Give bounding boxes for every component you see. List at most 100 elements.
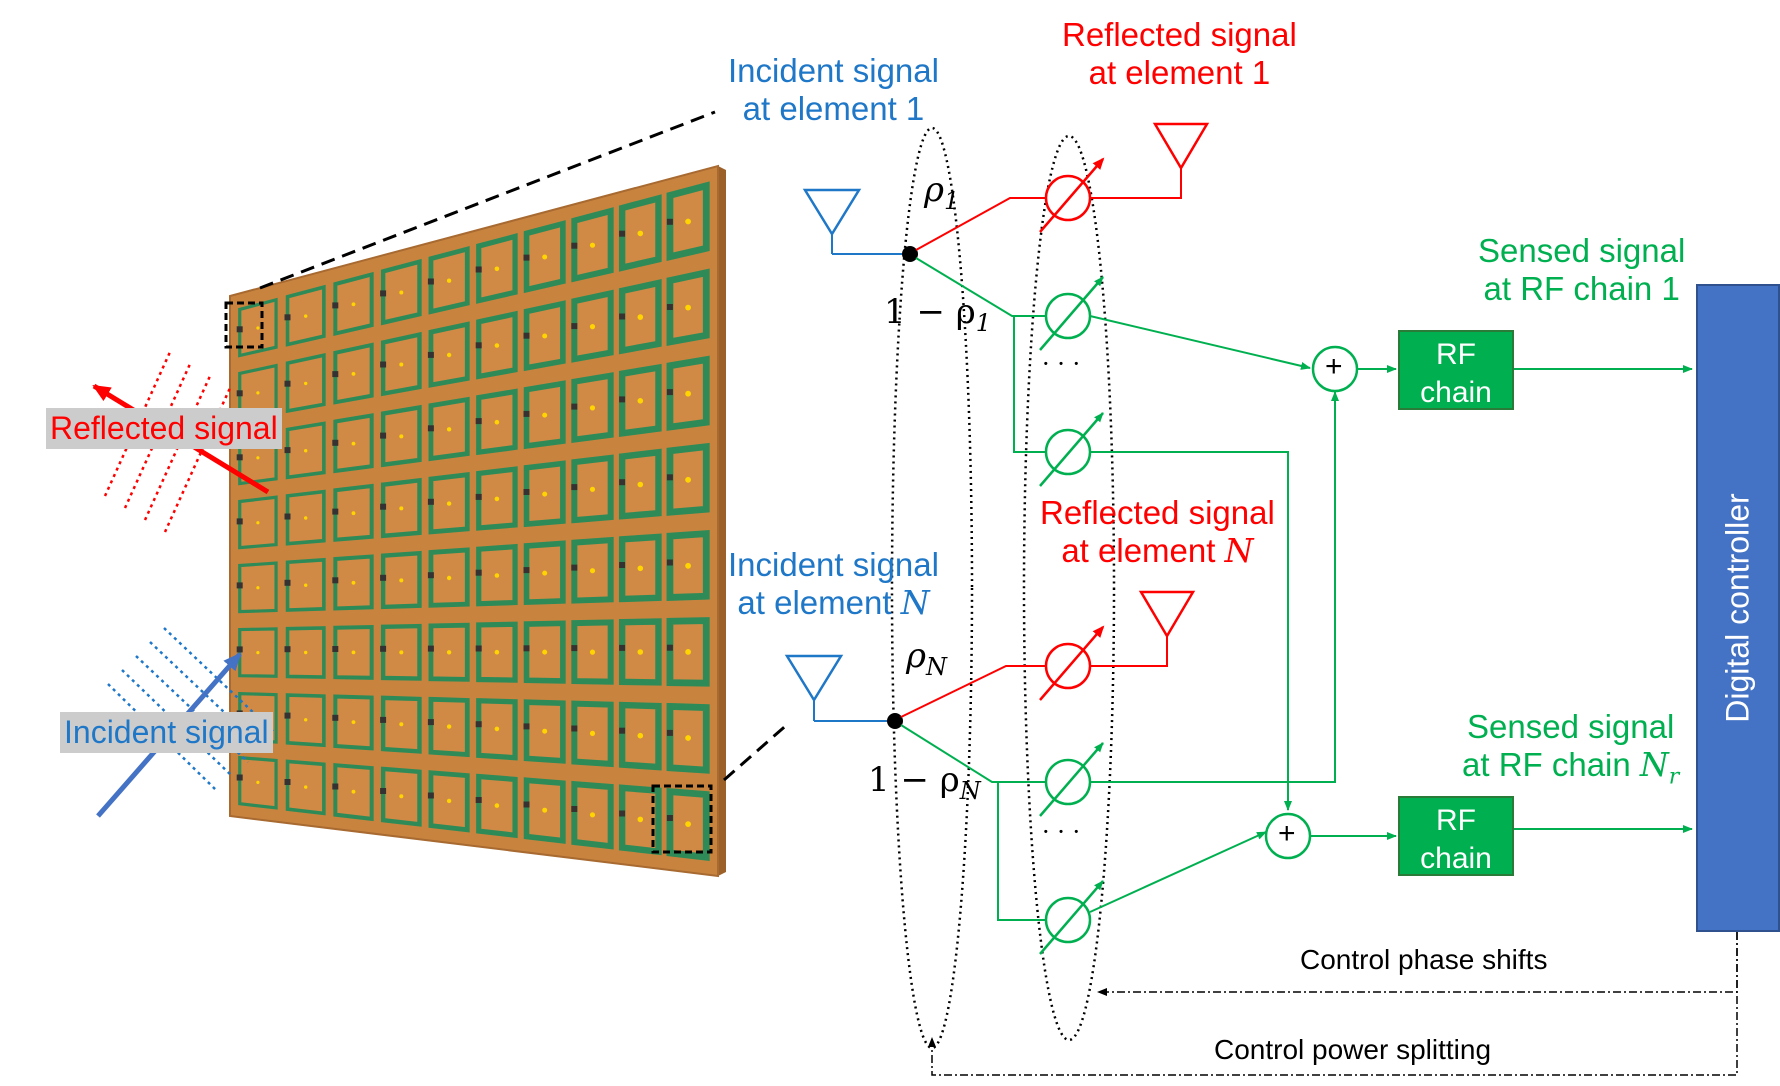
adder-2-symbol: + bbox=[1278, 817, 1296, 850]
unit-cell-switch bbox=[380, 361, 387, 368]
unit-cell-switch bbox=[284, 579, 291, 586]
unit-cell-feed bbox=[494, 573, 500, 578]
element-1-highlight bbox=[224, 301, 264, 349]
unit-cell-feed bbox=[256, 391, 260, 395]
unit-cell-switch bbox=[571, 806, 578, 812]
unit-cell-feed bbox=[542, 412, 548, 418]
unit-cell-feed bbox=[589, 568, 596, 574]
unit-cell-switch bbox=[332, 302, 339, 309]
unit-cell-switch bbox=[427, 278, 434, 285]
unit-cell-switch bbox=[666, 729, 673, 736]
one-minus-rho-1-sub: 1 bbox=[975, 308, 992, 337]
metasurface bbox=[229, 164, 726, 878]
unit-cell-switch bbox=[236, 454, 243, 461]
sense-path-N bbox=[900, 724, 1048, 783]
sensed-N-prefix: at RF chain bbox=[1462, 745, 1631, 783]
unit-cell-feed bbox=[399, 650, 404, 655]
unit-cell-feed bbox=[446, 575, 452, 581]
unit-cell-feed bbox=[542, 649, 548, 655]
unit-cell-feed bbox=[494, 496, 500, 502]
reflected-N-line1: Reflected signal bbox=[1040, 494, 1275, 531]
sensed-1-line1: Sensed signal bbox=[1478, 232, 1686, 269]
unit-cell-feed bbox=[542, 491, 548, 497]
unit-cell-switch bbox=[619, 479, 626, 486]
unit-cell-switch bbox=[332, 508, 339, 515]
unit-cell-switch bbox=[523, 254, 530, 261]
unit-cell-feed bbox=[637, 649, 644, 655]
unit-cell-feed bbox=[304, 381, 308, 386]
reflect-antenna-1 bbox=[1152, 122, 1210, 171]
unit-cell-feed bbox=[256, 326, 260, 330]
unit-cell-switch bbox=[427, 792, 434, 799]
unit-cell-switch bbox=[380, 503, 387, 510]
sense-path-1b bbox=[1013, 316, 1048, 453]
unit-cell-feed bbox=[494, 803, 500, 808]
unit-cell-switch bbox=[380, 432, 387, 439]
one-minus-rho-N: 1 − ρN bbox=[868, 760, 981, 805]
unit-cell-switch bbox=[571, 403, 578, 410]
unit-cell-switch bbox=[571, 323, 578, 330]
sensed-1-line2: at RF chain 1 bbox=[1483, 269, 1680, 307]
sensed-label-chain-Nr: Sensed signal at RF chain Nr bbox=[1462, 708, 1679, 790]
incident-label-element-N: Incident signal at element N bbox=[728, 546, 939, 622]
phase-shifter-1-sense-a bbox=[1039, 276, 1104, 351]
incident-label-element-1: Incident signal at element 1 bbox=[728, 52, 939, 128]
one-minus-rho-N-text: 1 − ρ bbox=[868, 760, 960, 800]
unit-cell-feed bbox=[446, 427, 452, 432]
incident-N-line2: at element N bbox=[728, 583, 939, 622]
phase-shifter-N-reflect bbox=[1039, 625, 1105, 701]
unit-cell-switch bbox=[332, 439, 339, 446]
unit-cell-switch bbox=[236, 390, 243, 397]
unit-cell-switch bbox=[619, 313, 626, 320]
unit-cell-feed bbox=[399, 362, 404, 367]
unit-cell-switch bbox=[475, 493, 482, 500]
unit-cell-switch bbox=[619, 396, 626, 403]
unit-cell-feed bbox=[304, 785, 308, 789]
unit-cell-switch bbox=[619, 727, 626, 734]
unit-cell-switch bbox=[284, 646, 291, 653]
unit-cell-feed bbox=[256, 456, 260, 460]
unit-cell-feed bbox=[446, 501, 452, 506]
one-minus-rho-N-sub: N bbox=[959, 776, 981, 805]
control-phase-label: Control phase shifts bbox=[1300, 944, 1548, 975]
one-minus-rho-1-text: 1 − ρ bbox=[884, 292, 976, 332]
sense-path-1 bbox=[915, 257, 1048, 317]
unit-cell-switch bbox=[284, 380, 291, 387]
unit-cell-switch bbox=[380, 716, 387, 723]
unit-cell-switch bbox=[571, 242, 578, 249]
unit-cell-feed bbox=[446, 352, 452, 358]
rho-N-sub: N bbox=[926, 652, 947, 681]
control-power-label: Control power splitting bbox=[1214, 1034, 1492, 1065]
unit-cell-switch bbox=[427, 351, 434, 358]
unit-cell-feed bbox=[399, 722, 404, 727]
ellipsis-N: · · · bbox=[1042, 818, 1081, 846]
unit-cell-feed bbox=[685, 821, 691, 827]
unit-cell-switch bbox=[571, 645, 578, 652]
unit-cell-switch bbox=[380, 574, 387, 581]
control-power-line bbox=[928, 932, 1738, 1076]
unit-cell-feed bbox=[542, 728, 548, 734]
unit-cell-switch bbox=[475, 721, 482, 728]
incident-N-line1: Incident signal bbox=[728, 546, 939, 583]
unit-cell-switch bbox=[284, 712, 291, 719]
zoom-line-bottom bbox=[723, 720, 791, 782]
unit-cell-switch bbox=[523, 723, 530, 730]
unit-cell-feed bbox=[351, 720, 356, 724]
unit-cell-switch bbox=[571, 484, 578, 491]
rho-N-symbol: ρ bbox=[906, 636, 926, 676]
unit-cell-switch bbox=[284, 314, 291, 321]
rf-chain-Nr: RF chain bbox=[1398, 796, 1514, 876]
unit-cell-feed bbox=[304, 516, 308, 520]
unit-cell-feed bbox=[256, 651, 260, 655]
power-splitter-group bbox=[890, 126, 974, 1050]
sensed-N-var: N bbox=[1639, 744, 1669, 784]
unit-cell-switch bbox=[523, 489, 530, 495]
unit-cell-feed bbox=[637, 481, 644, 488]
reflected-N-var: N bbox=[1224, 530, 1254, 570]
unit-cell-switch bbox=[475, 797, 482, 803]
sense-path-Nb bbox=[997, 782, 1048, 921]
unit-cell-switch bbox=[619, 562, 626, 568]
sensed-N-line1: Sensed signal bbox=[1467, 708, 1675, 745]
rf-chain-1-line1: RF bbox=[1436, 338, 1476, 371]
